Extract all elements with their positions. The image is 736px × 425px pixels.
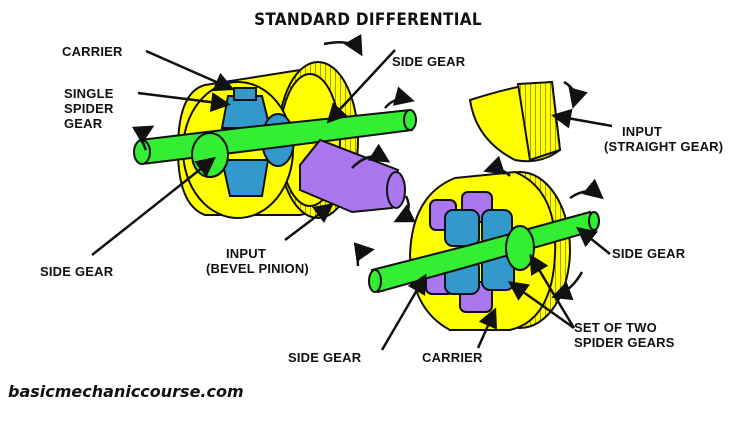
label-side-gear-top: SIDE GEAR [392,54,466,69]
right-side-gear [505,225,535,271]
diagram-title: STANDARD DIFFERENTIAL [254,10,482,30]
label-side-gear-left: SIDE GEAR [40,264,114,279]
label-set-of-two-spider-gears: SET OF TWO SPIDER GEARS [574,320,675,350]
right-rotation-arrows [353,80,604,301]
label-input-straight-gear: INPUT (STRAIGHT GEAR) [604,124,724,154]
left-pinion [299,138,400,214]
left-spider-gear-bottom [220,159,270,197]
left-leader-lines [91,49,396,256]
label-input-bevel-pinion: INPUT (BEVEL PINION) [206,246,309,276]
right-leader-lines [380,108,613,351]
label-carrier-right: CARRIER [422,350,483,365]
label-carrier-left: CARRIER [62,44,123,59]
label-single-spider-gear: SINGLE SPIDER GEAR [64,86,114,131]
label-side-gear-bottom: SIDE GEAR [288,350,362,365]
left-differential [133,61,417,219]
left-rotation-arrows [132,34,416,223]
label-side-gear-right: SIDE GEAR [612,246,686,261]
watermark-text: basicmechaniccourse.com [8,382,244,401]
